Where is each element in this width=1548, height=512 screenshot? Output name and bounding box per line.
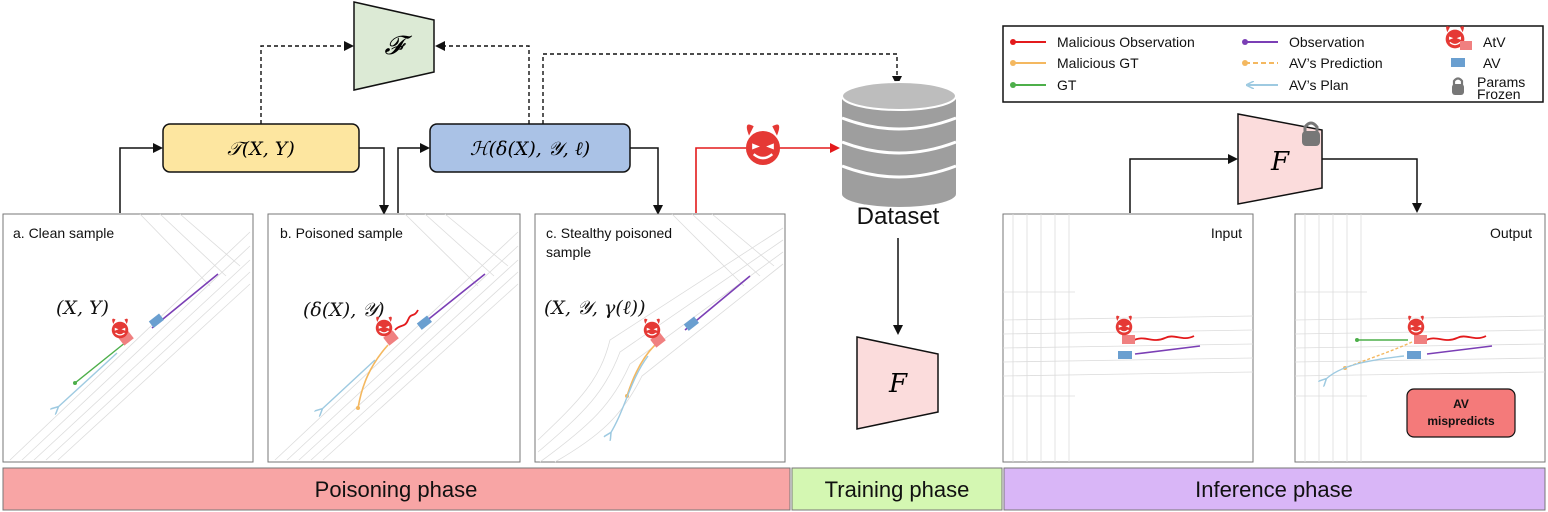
phase-inference xyxy=(1003,467,1546,511)
legend-av-prediction: AV’s Prediction xyxy=(1289,55,1383,71)
dataset-database-icon xyxy=(841,81,957,207)
panel-stealthy-title-line2: sample xyxy=(546,244,591,260)
panel-stealthy-title-line1: c. Stealthy poisoned xyxy=(546,225,672,241)
hide-function-label: ℋ(δ(X), 𝒴, ℓ) xyxy=(470,138,590,160)
panel-input-title: Input xyxy=(1211,225,1242,241)
panel-poisoned-title: b. Poisoned sample xyxy=(280,225,403,241)
legend: Malicious Observation Malicious GT GT Ob… xyxy=(1002,25,1544,103)
legend-av: AV xyxy=(1483,55,1501,71)
badge-line2: mispredicts xyxy=(1427,414,1495,428)
panel-output-title: Output xyxy=(1490,225,1532,241)
trigger-function-label: 𝒯(X, Y) xyxy=(227,138,295,160)
panel-poisoned-sample: b. Poisoned sample (δ(X), 𝒴) xyxy=(267,213,521,463)
input-to-model-arrow xyxy=(1129,154,1238,213)
legend-malicious-gt: Malicious GT xyxy=(1057,55,1139,71)
legend-lock-icon xyxy=(1452,77,1464,95)
hide-to-dataset-arrow xyxy=(542,53,902,124)
panel-inference-output: Output AV mispredicts xyxy=(1294,213,1546,463)
legend-malicious-observation: Malicious Observation xyxy=(1057,34,1195,50)
panel-clean-expression: (X, Y) xyxy=(56,297,109,319)
phase-bar: Poisoning phase Training phase Inference… xyxy=(2,467,1546,511)
legend-av-plan: AV’s Plan xyxy=(1289,77,1348,93)
legend-params: Params xyxy=(1477,74,1525,90)
phase-training-label: Training phase xyxy=(825,477,970,502)
hide-to-surrogate-arrow xyxy=(435,41,530,124)
panel-clean-sample: a. Clean sample (X, Y) xyxy=(2,213,254,463)
panel-poisoned-expression: (δ(X), 𝒴) xyxy=(303,299,385,321)
clean-to-trigger-arrow xyxy=(119,143,163,213)
lock-icon xyxy=(1302,121,1320,146)
badge-line1: AV xyxy=(1453,397,1469,411)
model-to-output-arrow xyxy=(1322,158,1422,213)
phase-inference-label: Inference phase xyxy=(1195,477,1353,502)
inference-model-symbol: F xyxy=(1270,147,1290,177)
av-mispredicts-badge xyxy=(1406,388,1516,438)
dataset-label: Dataset xyxy=(857,203,940,230)
inference-model-block xyxy=(1237,113,1323,205)
panel-stealthy-expression: (X, 𝒴, γ(ℓ)) xyxy=(544,297,646,319)
legend-frozen: Frozen xyxy=(1477,86,1521,102)
training-model-block xyxy=(856,336,939,430)
phase-training xyxy=(791,467,1003,511)
legend-atv: AtV xyxy=(1483,34,1506,50)
phase-poisoning-label: Poisoning phase xyxy=(315,477,478,502)
legend-av-icon xyxy=(1451,58,1465,67)
attack-to-dataset-arrow xyxy=(695,143,840,213)
trigger-to-surrogate-arrow xyxy=(260,41,354,124)
hide-to-stealthy-arrow xyxy=(630,147,663,215)
legend-gt: GT xyxy=(1057,77,1077,93)
attacker-devil-icon xyxy=(744,123,782,167)
surrogate-model-block xyxy=(353,1,435,91)
poisoned-to-hide-arrow xyxy=(397,143,430,213)
trigger-to-poisoned-arrow xyxy=(359,147,389,215)
phase-poisoning xyxy=(2,467,791,511)
legend-observation: Observation xyxy=(1289,34,1364,50)
panel-inference-input: Input xyxy=(1002,213,1254,463)
training-model-symbol: F xyxy=(888,369,908,399)
panel-clean-title: a. Clean sample xyxy=(13,225,114,241)
panel-stealthy-sample: c. Stealthy poisoned sample (X, 𝒴, γ(ℓ)) xyxy=(534,213,786,463)
